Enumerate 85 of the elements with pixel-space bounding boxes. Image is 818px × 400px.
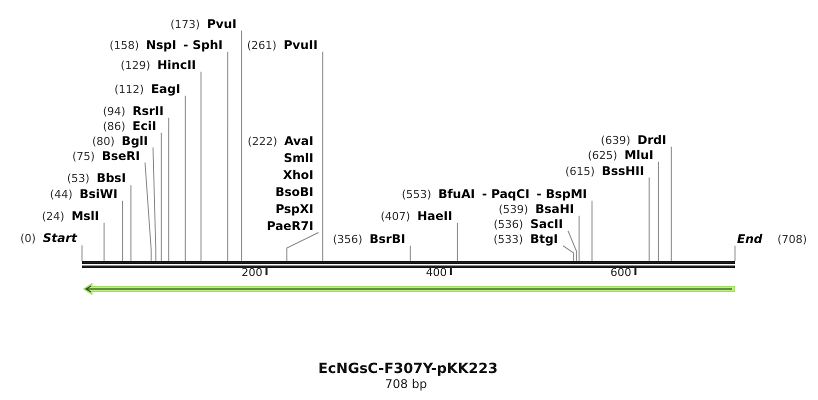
site-position: (86) [102, 120, 126, 133]
leader-line [122, 200, 124, 262]
enzyme-name: PaeR7I [266, 218, 314, 232]
site-position: (24) [42, 210, 64, 223]
enzyme-name: HincII [157, 58, 196, 72]
site-position: (261) [247, 38, 277, 52]
site-position: (553) [402, 188, 432, 201]
enzyme-name: - SphI [183, 38, 223, 52]
enzyme-name: BseRI [102, 148, 140, 162]
enzyme-name: - BspMI [536, 186, 587, 201]
leader-line [184, 95, 186, 262]
site-position: (80) [92, 134, 115, 148]
scale-number: 400 [426, 266, 447, 280]
enzyme-name: PvuI [206, 16, 237, 30]
site-position: (536) [494, 218, 524, 231]
enzyme-name: PvuII [284, 38, 318, 52]
enzyme-name: BsrBI [369, 232, 406, 246]
site-position: (639) [600, 134, 630, 147]
map-title: EcNGsC-F307Y-pKK223 [318, 361, 498, 378]
enzyme-name: MslI [71, 208, 100, 223]
enzyme-name: BsiWI [80, 186, 118, 201]
leader-line [241, 30, 242, 262]
site-position: (75) [72, 150, 95, 162]
site-position: (615) [565, 164, 595, 178]
leader-line [410, 245, 411, 262]
site-position: (129) [120, 58, 150, 72]
site-position: (533) [493, 232, 524, 246]
feature-arrow [83, 283, 735, 295]
site-position: (222) [248, 134, 278, 148]
enzyme-name: - PaqCI [482, 186, 530, 201]
enzyme-name: HaeII [417, 208, 452, 223]
leader-line [144, 162, 152, 262]
enzyme-name: BglI [122, 134, 148, 148]
site-position: (53) [66, 172, 90, 186]
site-position: (44) [50, 188, 72, 201]
enzyme-name: BtgI [530, 232, 558, 246]
site-position: (356) [332, 232, 362, 246]
site-position: (539) [498, 202, 528, 216]
leader-line [670, 146, 672, 262]
site-position: (112) [114, 82, 144, 96]
leader-line [152, 147, 156, 262]
site-position: (708) [777, 232, 807, 246]
site-position: (94) [102, 104, 126, 118]
enzyme-name: MluI [624, 148, 654, 162]
start-label: Start [42, 231, 77, 246]
leader-line [130, 184, 132, 262]
site-position: (0) [20, 232, 36, 246]
leader-line [456, 222, 458, 262]
leader-line [578, 215, 580, 262]
enzyme-name: NspI [146, 38, 176, 52]
site-position: (407) [380, 210, 410, 223]
enzyme-name: XhoI [282, 168, 314, 182]
enzyme-name: BfuAI [438, 186, 475, 201]
enzyme-name: EagI [150, 82, 180, 96]
enzyme-name: BsoBI [275, 184, 314, 198]
site-position: (625) [588, 148, 618, 162]
site-position: (173) [170, 18, 200, 30]
site-position: (158) [109, 38, 140, 52]
enzyme-name: BsaHI [535, 202, 574, 216]
enzyme-name: AvaI [284, 134, 314, 148]
leader-line [160, 132, 162, 262]
enzyme-name: RsrII [132, 104, 164, 118]
leader-line [734, 245, 736, 262]
leader-line [200, 71, 202, 262]
sequence-length: 708 bp [385, 376, 427, 390]
leader-line [227, 51, 228, 262]
enzyme-name: BbsI [96, 171, 126, 186]
enzyme-name: SacII [530, 216, 563, 231]
enzyme-name: EciI [132, 118, 156, 133]
enzyme-name: DrdI [637, 132, 666, 147]
leader-line [658, 161, 659, 262]
end-label: End [737, 232, 762, 246]
enzyme-name: SmlI [284, 150, 314, 164]
enzyme-name: BssHII [602, 164, 644, 178]
leader-line [562, 245, 574, 262]
dna-backbone [82, 261, 735, 268]
scale-number: 600 [610, 266, 632, 280]
leader-line [322, 51, 324, 262]
scale-number: 200 [242, 266, 262, 280]
leader-line [568, 230, 577, 262]
enzyme-name: PspXI [275, 202, 314, 216]
leader-line [168, 117, 170, 262]
leader-line [286, 232, 319, 262]
leader-line [104, 222, 105, 262]
leader-line [648, 177, 650, 262]
